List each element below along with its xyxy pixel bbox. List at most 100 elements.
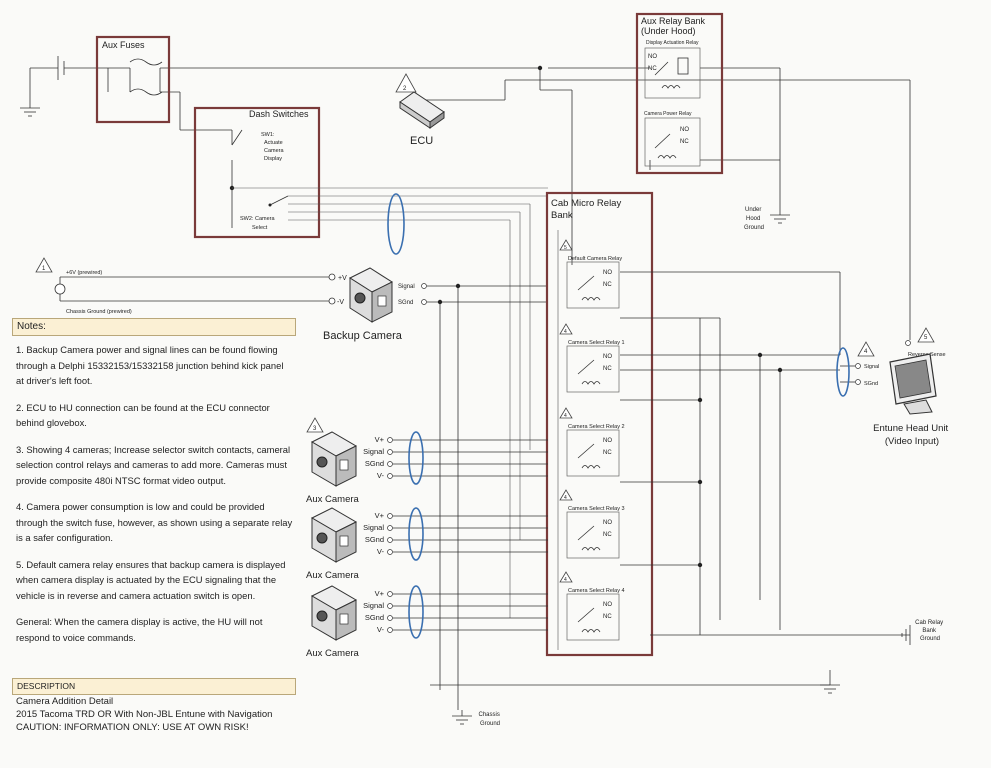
ecu-label: ECU — [410, 135, 433, 147]
junction-dot — [537, 65, 543, 71]
cab-relay-bank-title: Cab Micro Relay Bank — [551, 198, 624, 221]
aux-camera-label: Aux Camera — [306, 494, 360, 505]
relay-label: Camera Select Relay 4 — [568, 588, 625, 594]
relay-label: Camera Select Relay 1 — [568, 340, 625, 346]
description-line: 2015 Tacoma TRD OR With Non-JBL Entune w… — [16, 709, 273, 720]
under-hood-ground: Under Hood Ground — [744, 207, 790, 231]
svg-text:NC: NC — [648, 66, 657, 72]
camera-icon — [310, 585, 358, 641]
svg-text:+6V (prewired): +6V (prewired) — [66, 270, 102, 276]
svg-text:NO: NO — [680, 127, 689, 133]
aux-pin-label: SGnd — [365, 613, 384, 622]
svg-text:NO: NO — [648, 54, 657, 60]
ecu: 2 ECU — [395, 73, 445, 147]
svg-text:SGnd: SGnd — [398, 300, 413, 306]
svg-text:Signal: Signal — [864, 364, 879, 370]
sw2-label: SW2: Camera Select — [240, 216, 276, 231]
aux-bundle-oval — [408, 585, 424, 639]
note-triangle — [559, 323, 573, 335]
svg-text:1: 1 — [42, 266, 46, 272]
camera-icon — [310, 431, 358, 487]
aux-camera-label: Aux Camera — [306, 570, 360, 581]
aux-relay-bank: Aux Relay Bank (Under Hood) Display Actu… — [635, 12, 724, 175]
aux-fuses-title: Aux Fuses — [102, 40, 145, 50]
head-unit: 4 5 Reverse Sense Signal SGnd Entune Hea… — [840, 327, 949, 447]
relay-nc-label: NC — [603, 282, 612, 288]
relay-label: Default Camera Relay — [568, 256, 622, 262]
relay-label: Camera Select Relay 3 — [568, 506, 625, 512]
prewired-power: 1 +6V (prewired) Chassis Ground (prewire… — [35, 257, 347, 315]
relay-no-label: NO — [603, 270, 612, 276]
svg-text:4: 4 — [564, 413, 567, 419]
chassis-ground: Chassis Ground — [452, 710, 500, 727]
svg-text:5: 5 — [924, 335, 928, 341]
svg-text:3: 3 — [313, 426, 317, 432]
display-actuation-relay — [644, 47, 701, 99]
ecu-icon — [399, 91, 445, 129]
svg-text:Cab Relay Bank Gro: Cab Relay Bank Ground — [915, 620, 945, 642]
svg-text:Camera Power Relay: Camera Power Relay — [644, 111, 692, 117]
camera-icon — [348, 267, 394, 323]
dash-switches-title: Dash Switches — [249, 109, 309, 119]
aux-relay-bank-title: Aux Relay Bank (Under Hood) — [641, 16, 708, 36]
svg-text:4: 4 — [864, 349, 868, 355]
cab-relay-ground: Cab Relay Bank Ground — [901, 620, 945, 645]
relay-output-wires — [430, 271, 910, 686]
sw2-contact — [269, 195, 289, 206]
aux-pin-label: V+ — [375, 589, 385, 598]
cab-relay-bank: Cab Micro Relay Bank — [545, 191, 654, 657]
svg-text:Signal: Signal — [398, 284, 415, 290]
description-panel: DESCRIPTION Camera Addition Detail 2015 … — [12, 678, 296, 734]
aux-pin-label: Signal — [363, 447, 384, 456]
notes-list: 1. Backup Camera power and signal lines … — [12, 342, 296, 645]
aux-bundle-oval — [408, 431, 424, 485]
description-heading: DESCRIPTION — [12, 678, 296, 695]
sw1-label: SW1: Actuate Camera Display — [261, 132, 285, 162]
hu-bundle-oval — [836, 347, 850, 397]
svg-text:Backup Camera: Backup Camera — [323, 330, 403, 342]
description-line: CAUTION: INFORMATION ONLY: USE AT OWN RI… — [16, 722, 249, 733]
svg-text:4: 4 — [564, 577, 567, 583]
svg-text:SGnd: SGnd — [864, 381, 878, 387]
note-triangle-4 — [857, 341, 875, 357]
aux-pin-label: Signal — [363, 601, 384, 610]
svg-text:-V: -V — [337, 299, 344, 306]
fuse-symbol — [129, 88, 163, 96]
note-triangle — [559, 489, 573, 501]
relay-nc-label: NC — [603, 532, 612, 538]
note-triangle-2 — [395, 73, 417, 93]
backup-camera: Backup Camera Signal SGnd — [323, 267, 427, 342]
note-triangle-5 — [917, 327, 935, 343]
aux-pin-label: V- — [377, 471, 385, 480]
lamp-symbol — [54, 283, 66, 295]
aux-pin-label: SGnd — [365, 535, 384, 544]
fuse-symbol — [129, 58, 163, 66]
aux-pin-label: Signal — [363, 523, 384, 532]
notes-heading: Notes: — [12, 318, 296, 336]
svg-text:Display Actuation Relay: Display Actuation Relay — [646, 40, 699, 46]
camera-icon — [310, 507, 358, 563]
svg-text:4: 4 — [564, 329, 567, 335]
monitor-icon — [889, 353, 937, 415]
dash-switches-box: Dash Switches SW1: Actuate Camera Displa… — [193, 106, 321, 239]
note-triangle — [559, 407, 573, 419]
notes-panel: Notes: 1. Backup Camera power and signal… — [12, 318, 296, 645]
battery-symbol — [20, 56, 130, 117]
svg-text:+V: +V — [338, 275, 347, 282]
relay-no-label: NO — [603, 602, 612, 608]
note-triangle-3 — [306, 417, 324, 433]
description-line: Camera Addition Detail — [16, 696, 114, 707]
aux-camera-label: Aux Camera — [306, 648, 360, 659]
backup-signal-wires — [427, 285, 548, 710]
switch-bundle-oval — [387, 193, 405, 255]
relay-nc-label: NC — [603, 366, 612, 372]
aux-pin-label: V+ — [375, 511, 385, 520]
